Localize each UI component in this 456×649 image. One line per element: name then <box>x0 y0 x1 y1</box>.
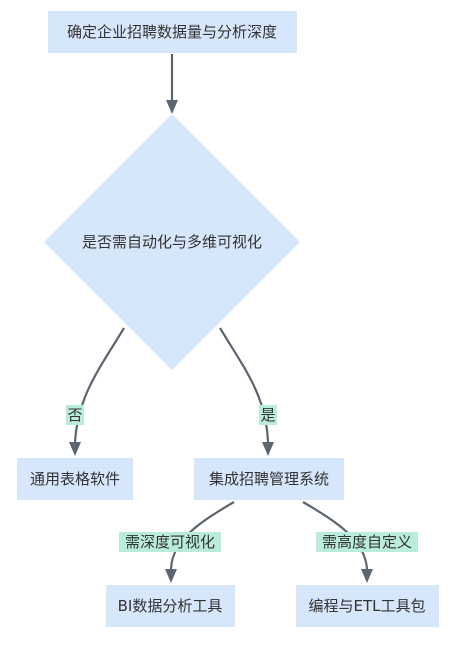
edge-decision-to-integrated <box>219 327 274 456</box>
node-generic: 通用表格软件 <box>17 458 133 500</box>
edge-label-high-custom: 需高度自定义 <box>316 532 418 552</box>
node-bi-label: BI数据分析工具 <box>118 597 223 615</box>
node-start-label: 确定企业招聘数据量与分析深度 <box>67 23 277 41</box>
edge-label-no-text: 否 <box>67 406 82 424</box>
edge-label-yes-text: 是 <box>260 406 275 424</box>
node-etl-label: 编程与ETL工具包 <box>309 597 426 615</box>
node-generic-label: 通用表格软件 <box>30 470 120 488</box>
node-integrated: 集成招聘管理系统 <box>194 458 344 500</box>
edge-decision-to-generic <box>69 327 125 456</box>
edge-label-no: 否 <box>66 405 84 425</box>
edge-label-high-custom-text: 需高度自定义 <box>322 533 412 551</box>
node-decision-label: 是否需自动化与多维可视化 <box>82 233 262 251</box>
edge-start-to-decision <box>166 54 178 114</box>
node-bi: BI数据分析工具 <box>106 585 235 627</box>
node-start: 确定企业招聘数据量与分析深度 <box>48 11 297 53</box>
node-integrated-label: 集成招聘管理系统 <box>209 470 329 488</box>
node-decision: 是否需自动化与多维可视化 <box>44 114 300 370</box>
edge-label-deep-viz-text: 需深度可视化 <box>125 533 215 551</box>
edge-label-deep-viz: 需深度可视化 <box>119 532 221 552</box>
node-etl: 编程与ETL工具包 <box>296 585 439 627</box>
edge-label-yes: 是 <box>259 405 277 425</box>
